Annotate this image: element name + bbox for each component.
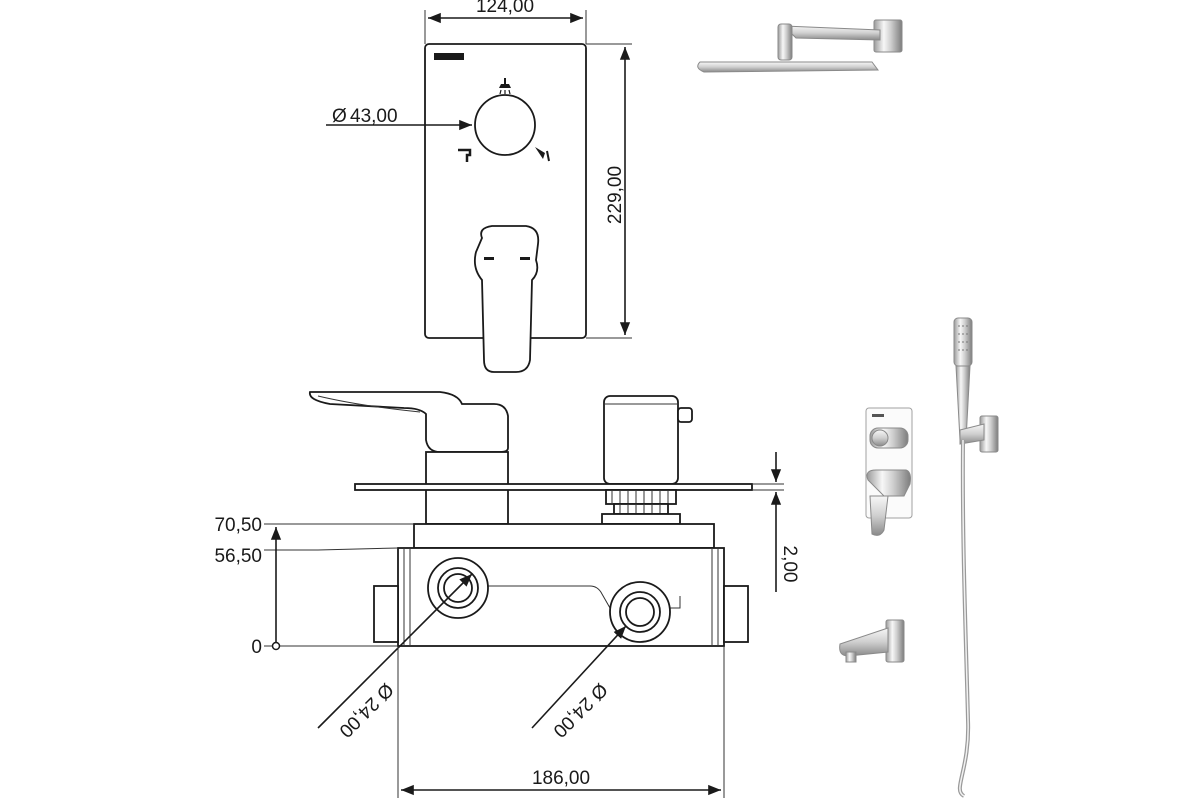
knob-side — [603, 395, 679, 485]
control-plate-render — [865, 407, 913, 536]
hand-shower-symbol-icon — [535, 147, 550, 162]
body-flange — [413, 523, 715, 549]
level-zero-label: 0 — [251, 637, 262, 658]
diverter-thread — [601, 489, 681, 525]
dim-plate-gap: 2,00 — [752, 452, 800, 592]
outlet-right-glyph-label: Ø 24,00 — [549, 679, 612, 742]
level-upper-label: 70,50 — [214, 515, 262, 536]
brand-logo — [434, 53, 464, 60]
dim-knob-diameter: Ø 43,00 — [326, 106, 472, 131]
level-lower-label: 56,50 — [214, 546, 262, 567]
overhead-shower-symbol-icon — [499, 78, 511, 95]
hand-shower-icon — [953, 317, 999, 798]
dim-body-width: 186,00 — [397, 646, 725, 798]
diverter-knob — [474, 94, 536, 156]
cover-plate-front — [424, 43, 587, 373]
knob-diameter-label: 43,00 — [350, 106, 398, 127]
spout-icon — [839, 619, 905, 663]
dim-levels: 70,50 56,50 0 — [214, 515, 414, 658]
outlet-left-glyph-label: Ø 24,00 — [335, 679, 398, 742]
overhead-shower-icon — [697, 19, 903, 73]
mixer-lever-front — [473, 225, 540, 373]
dim-plate-width: 124,00 — [424, 0, 587, 44]
dim-plate-height: 229,00 — [586, 43, 632, 339]
body-width-label: 186,00 — [532, 768, 590, 789]
mixer-body-side — [308, 391, 753, 647]
spout-symbol-icon — [458, 148, 472, 162]
plate-gap-label: 2,00 — [779, 546, 800, 583]
plate-edge — [354, 483, 753, 491]
knob-diameter-glyph: Ø — [332, 106, 347, 127]
plate-width-label: 124,00 — [476, 0, 534, 17]
plate-height-label: 229,00 — [605, 166, 626, 224]
